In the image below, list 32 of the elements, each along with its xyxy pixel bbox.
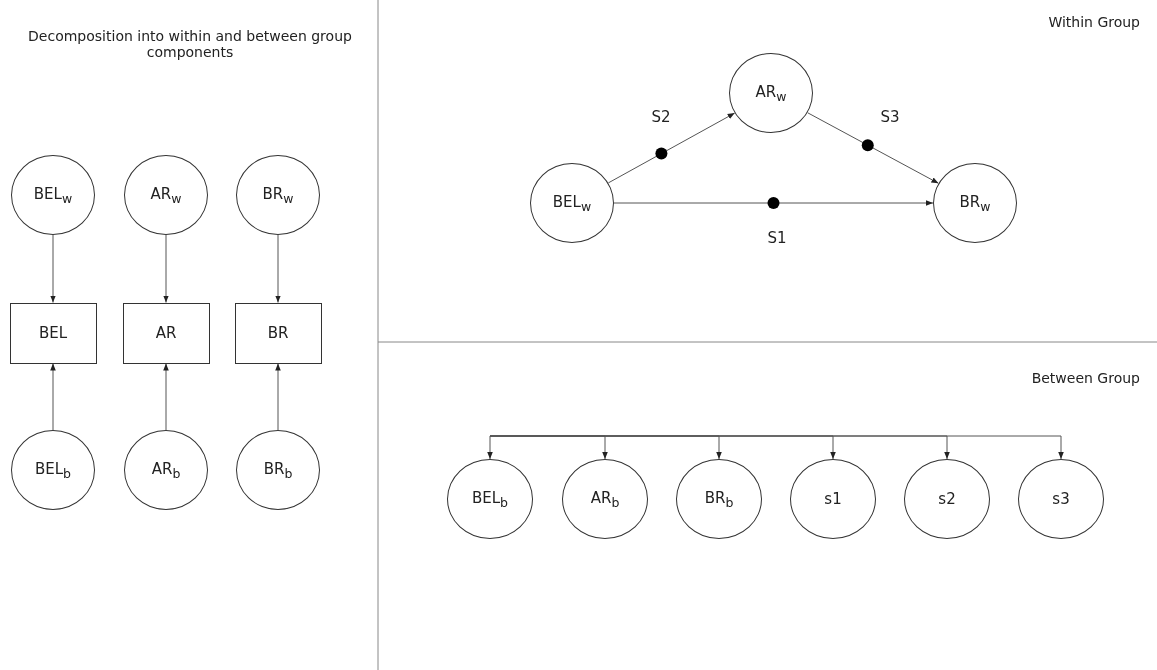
latent-variable-circle: BEL$_{w}$ <box>530 163 614 243</box>
latent-variable-circle: BR$_{w}$ <box>236 155 320 235</box>
latent-variable-circle: s1 <box>790 459 876 539</box>
arrow <box>613 200 934 206</box>
arrow <box>607 112 736 184</box>
arrow <box>807 112 939 184</box>
latent-variable-circle: AR$_{w}$ <box>729 53 813 133</box>
observed-variable-box: AR <box>122 302 210 364</box>
section-heading: Decomposition into within and between group components <box>27 28 353 60</box>
latent-variable-circle: AR$_{w}$ <box>124 155 208 235</box>
arrow <box>163 234 169 303</box>
arrow <box>275 363 281 431</box>
latent-variable-circle: s2 <box>904 459 990 539</box>
latent-variable-circle: BR$_{b}$ <box>676 459 762 539</box>
arrow <box>163 363 169 431</box>
latent-variable-circle: BR$_{w}$ <box>933 163 1017 243</box>
observed-variable-box: BEL <box>9 302 97 364</box>
latent-variable-circle: BR$_{b}$ <box>236 430 320 510</box>
latent-variable-circle: BEL$_{w}$ <box>11 155 95 235</box>
latent-variable-circle: AR$_{b}$ <box>124 430 208 510</box>
latent-variable-circle: BEL$_{b}$ <box>11 430 95 510</box>
section-heading: Within Group <box>1047 14 1140 30</box>
section-heading: Between Group <box>1030 370 1140 386</box>
arrow <box>50 234 56 303</box>
arrow <box>50 363 56 431</box>
latent-variable-circle: s3 <box>1018 459 1104 539</box>
arrow <box>275 234 281 303</box>
arrow <box>489 435 1064 460</box>
latent-variable-circle: AR$_{b}$ <box>562 459 648 539</box>
latent-variable-circle: BEL$_{b}$ <box>447 459 533 539</box>
observed-variable-box: BR <box>234 302 322 364</box>
arrow <box>487 435 493 460</box>
